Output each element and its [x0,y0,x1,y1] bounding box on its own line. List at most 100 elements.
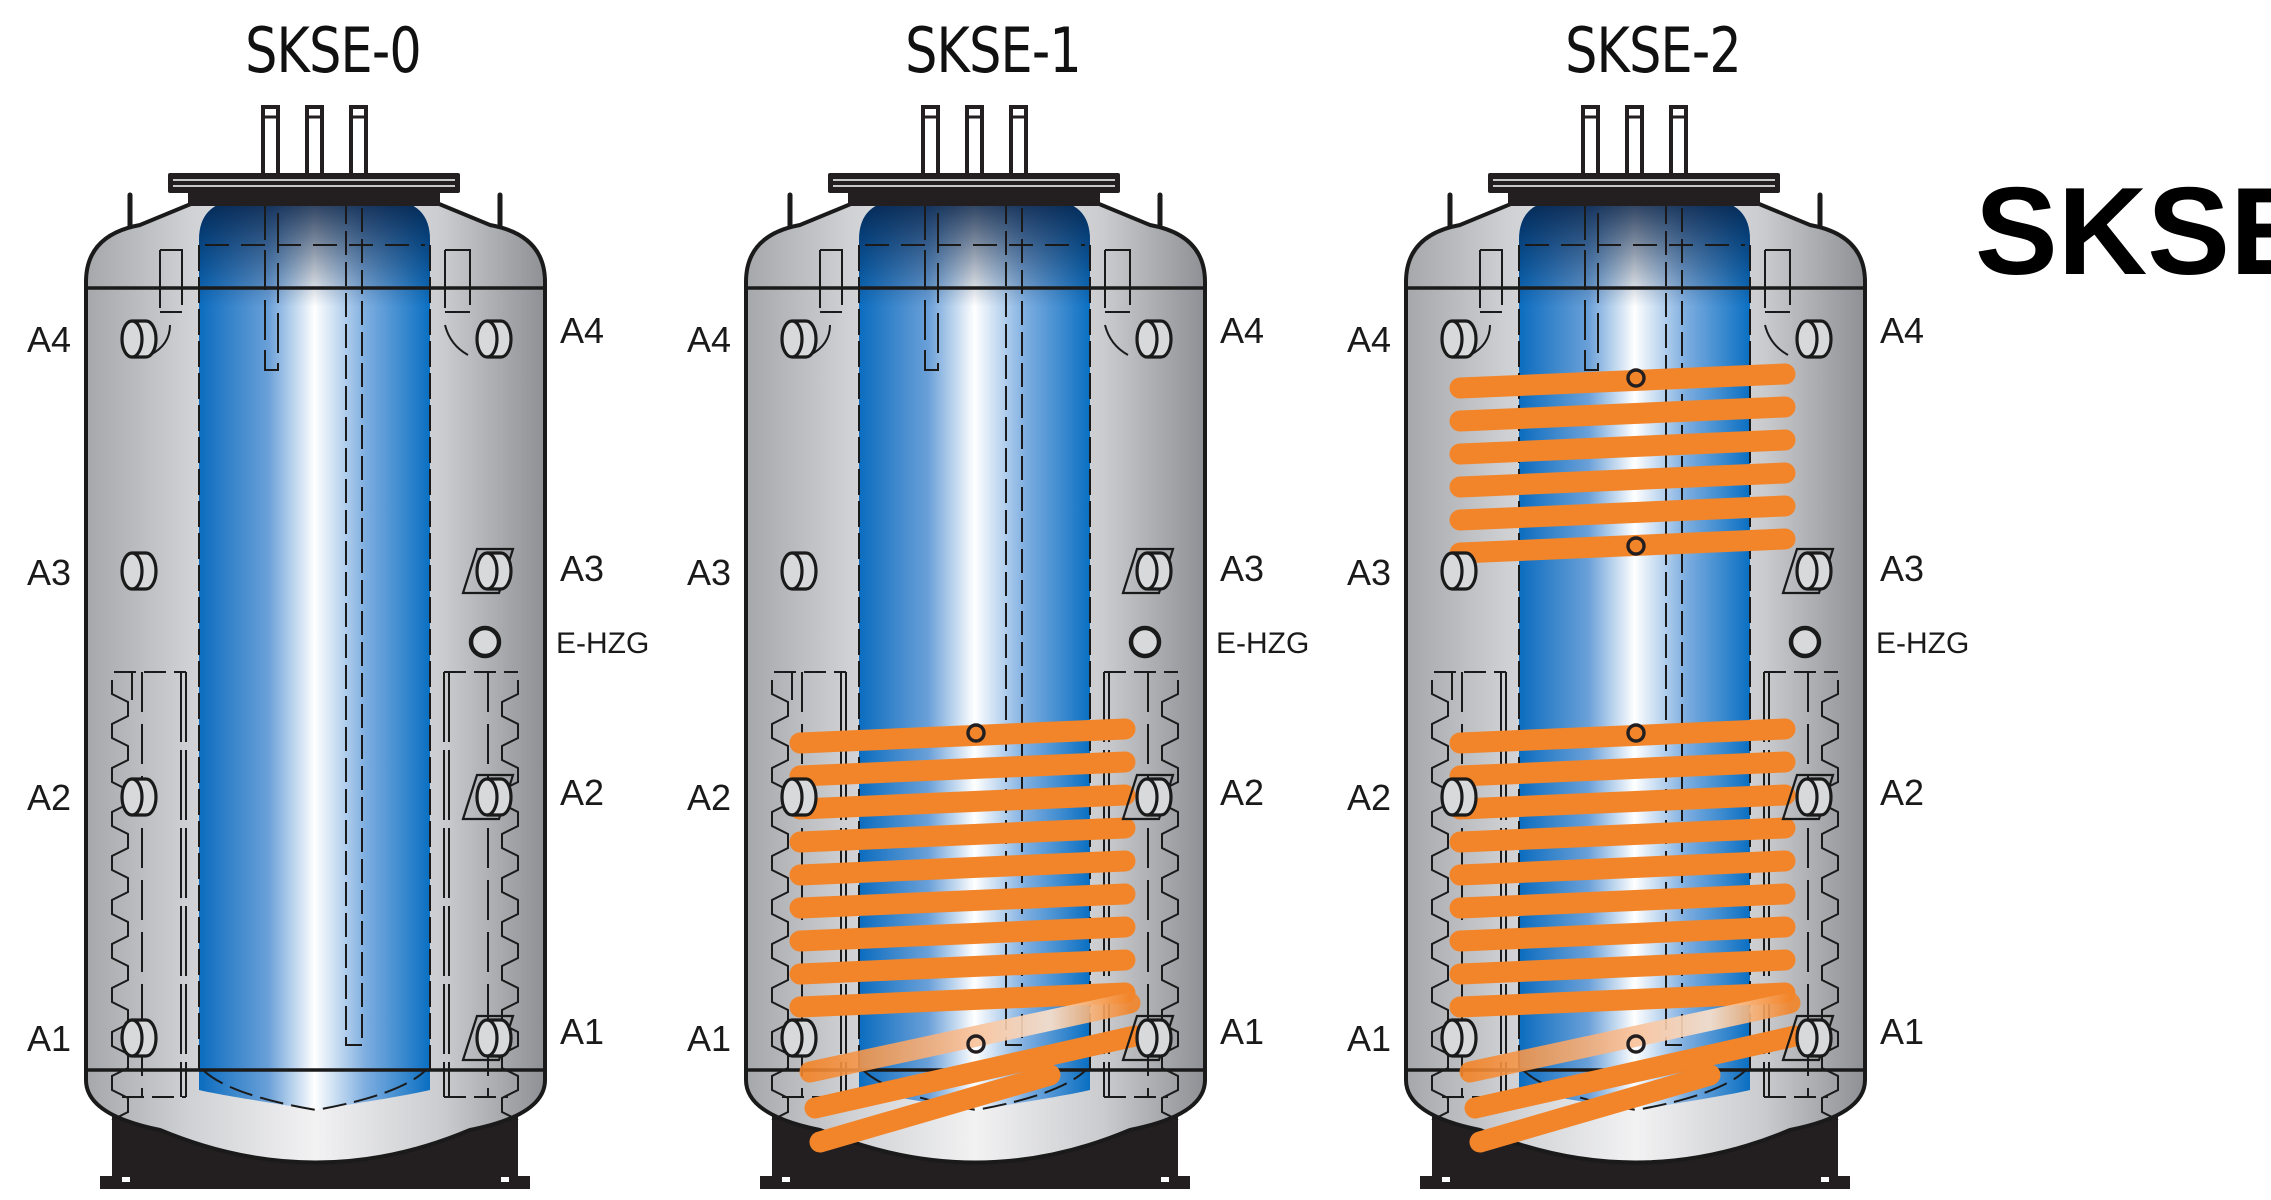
port-label-right: A2 [560,772,605,813]
vessel-bottom-dashed [202,1069,427,1112]
inlet-pipe-right [444,249,471,356]
port-left-a4 [780,319,818,359]
sensor-tube [345,200,363,1046]
dip-tube [924,200,939,371]
port-right-a4 [475,319,513,359]
port-face [780,551,804,591]
port-left-a1 [120,1018,158,1058]
top-pipe [1669,105,1688,177]
coil-group [789,718,1146,1153]
top-pipe [349,105,368,177]
port-label-right: A3 [1880,548,1925,589]
port-label-right: E-HZG [1876,627,1970,660]
tank-title: SKSE-1 [905,14,1082,87]
vessel-shade [199,200,430,1090]
port-face [1440,777,1464,817]
port-sleeve [461,773,515,821]
coil-outlet-marker [1626,1034,1646,1054]
port-face [475,1018,499,1058]
coil-turn [1449,817,1796,853]
base-slot [1442,1177,1450,1182]
baffle-outline [1161,680,1179,1121]
coil-turn [789,883,1136,919]
port-right-a2 [461,773,515,821]
port-face [1440,551,1464,591]
coil-return [804,1025,1146,1119]
port-right-a4 [1795,319,1833,359]
heat-exchanger-coil-upper [1449,363,1796,564]
coil-turn [1449,718,1796,754]
baffle-outline [771,680,789,1121]
coil-turn [789,949,1136,985]
base-slot [1161,1177,1169,1182]
port-left-a3 [120,551,158,591]
coil-inlet-marker [1626,723,1646,743]
port-sleeve [1121,547,1175,595]
coil-turn [789,850,1136,886]
port-sleeve [1121,773,1175,821]
coil-turn [789,751,1136,787]
port-right-a3 [1121,547,1175,595]
sensor-tube [1005,200,1023,1046]
coil-return [1464,1025,1806,1119]
port-face [1795,551,1819,591]
vessel-bottom-dashed [1522,1069,1747,1112]
port-face [1440,1018,1464,1058]
port-label-left: A3 [1347,552,1392,593]
coil-turn [1449,982,1796,1018]
port-label-left: A2 [27,777,72,818]
top-pipe [261,105,280,177]
port-label-left: A2 [1347,777,1392,818]
heat-exchanger-coil-lower [789,718,1146,1153]
port-face [780,777,804,817]
coil-turn [1449,528,1796,564]
port-label-left: A1 [27,1018,72,1059]
coil-turn [789,817,1136,853]
port-label-right: A2 [1220,772,1265,813]
port-label-right: A1 [560,1011,605,1052]
coil-turn [789,916,1136,952]
port-face [120,777,144,817]
port-left-a3 [1440,551,1478,591]
brand-title: SKSE [1975,163,2271,301]
inlet-pipe-right [1764,249,1791,356]
port-sleeve [1781,547,1835,595]
coil-turn [1449,363,1796,399]
baffle-outline [111,680,129,1121]
coil-turn [1449,751,1796,787]
port-right-a2 [1781,773,1835,821]
port-face [475,319,499,359]
top-pipe [1581,105,1600,177]
vessel-bottom-dashed [862,1069,1087,1112]
port-label-left: A3 [687,552,732,593]
coil-turn [1449,429,1796,465]
inlet-pipe-right [1104,249,1131,356]
port-left-a2 [1440,777,1478,817]
port-face [780,319,804,359]
port-right-a3 [461,547,515,595]
port-left-a1 [780,1018,818,1058]
coil-turn [1449,949,1796,985]
port-face [1135,777,1159,817]
flange [1488,173,1780,193]
port-face [1135,551,1159,591]
port-label-right: A4 [560,310,605,351]
coil-inlet-marker [966,723,986,743]
port-face [475,777,499,817]
port-label-left: A4 [1347,319,1392,360]
port-sleeve [461,547,515,595]
base-slot [1821,1177,1829,1182]
port-right-a1 [461,1014,515,1062]
port-left-a2 [120,777,158,817]
base-slot [122,1177,130,1182]
baffle-outline [1431,680,1449,1121]
coil-turn [1449,396,1796,432]
tank-1 [744,105,1207,1189]
port-face [780,1018,804,1058]
sensor-tube [1665,200,1683,1046]
top-pipe [921,105,940,177]
port-face [120,319,144,359]
port-label-right: E-HZG [1216,627,1310,660]
coil-turn [1449,462,1796,498]
port-label-left: A1 [687,1018,732,1059]
